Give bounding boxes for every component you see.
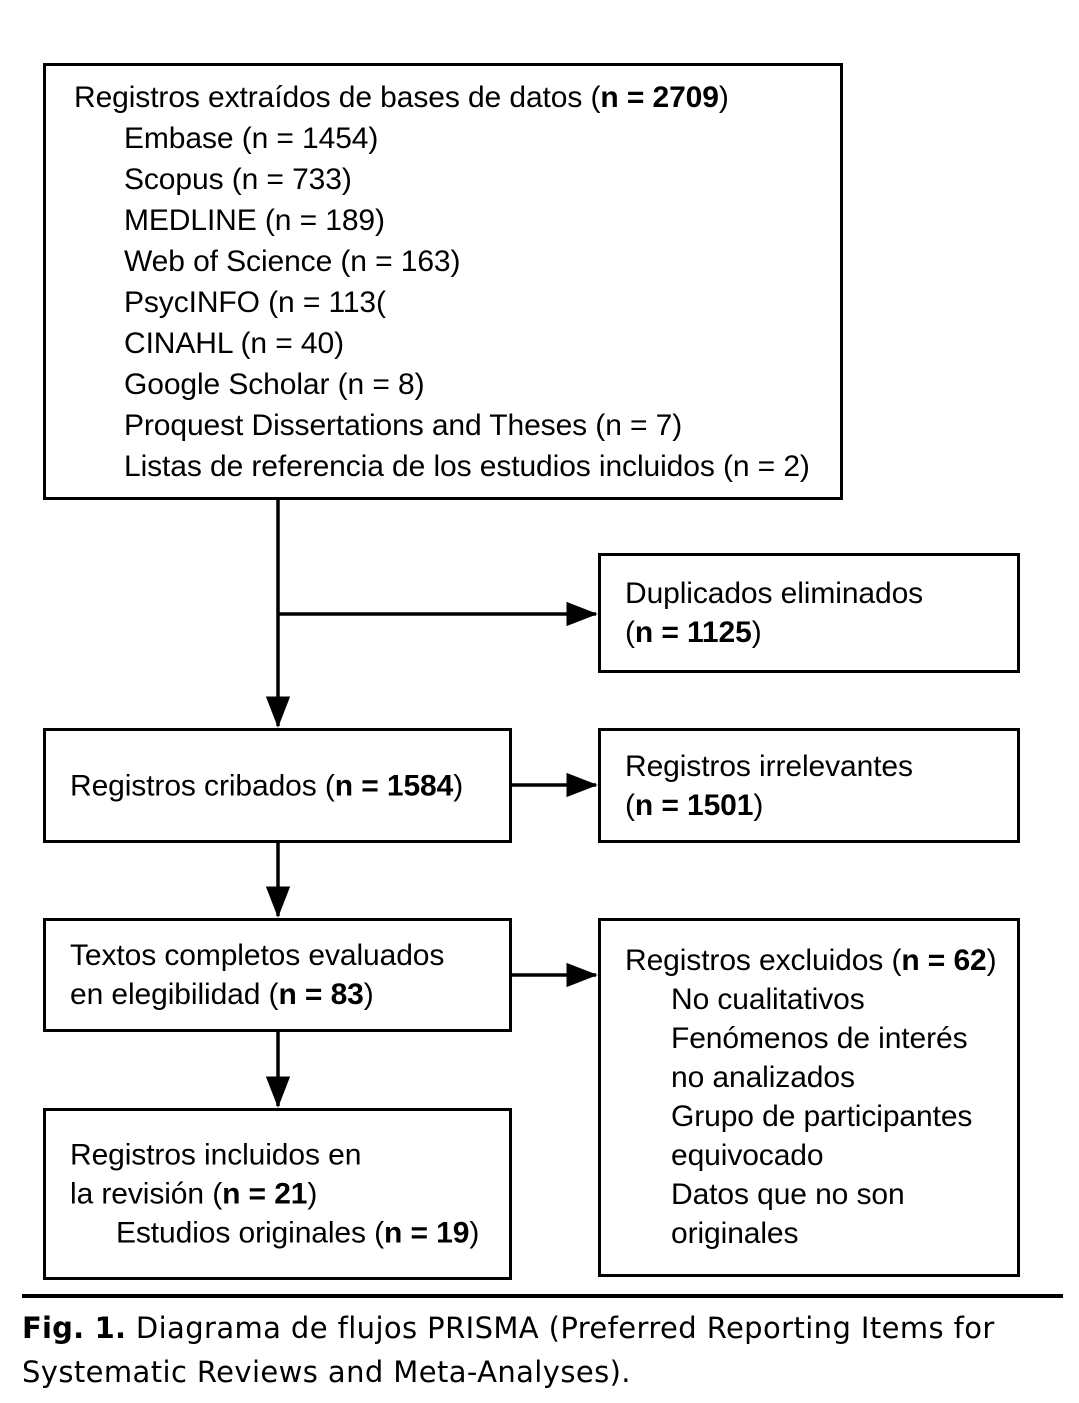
box-fulltext-eligibility: Textos completos evaluados en elegibilid… (43, 918, 512, 1032)
source-item-medline: MEDLINE (n = 189) (124, 203, 385, 237)
source-item-reference-lists: Listas de referencia de los estudios inc… (124, 449, 810, 483)
duplicates-n: n = 1125 (634, 616, 752, 649)
excluded-reason-6: Datos que no son (671, 1178, 905, 1211)
fulltext-n-suffix: ) (363, 978, 374, 1011)
source-item-web-of-science: Web of Science (n = 163) (124, 244, 461, 278)
excluded-title-prefix: Registros excluidos ( (625, 944, 902, 977)
excluded-reason-7: originales (671, 1217, 799, 1250)
source-item-proquest: Proquest Dissertations and Theses (n = 7… (124, 408, 683, 442)
box-records-identified: Registros extraídos de bases de datos (n… (43, 63, 843, 500)
included-line1: Registros incluidos en (70, 1138, 362, 1172)
irrelevant-n: n = 1501 (634, 788, 754, 822)
figure-caption-text: Diagrama de flujos PRISMA (Preferred Rep… (22, 1311, 995, 1389)
excluded-title: Registros excluidos (n = 62) (625, 941, 1003, 980)
screened-suffix: ) (453, 769, 464, 802)
source-item-embase: Embase (n = 1454) (124, 121, 379, 155)
source-item-psycinfo: PsycINFO (n = 113( (124, 285, 386, 319)
duplicates-line2: (n = 1125) (625, 613, 1003, 652)
fulltext-n: n = 83 (278, 978, 364, 1011)
excluded-reason-5: equivocado (671, 1139, 824, 1172)
excluded-title-n: n = 62 (901, 944, 987, 977)
figure-number: Fig. 1. (22, 1311, 127, 1345)
excluded-title-suffix: ) (986, 944, 997, 977)
sources-title-suffix: ) (718, 80, 729, 114)
irrelevant-n-prefix: ( (625, 788, 635, 822)
fulltext-line1: Textos completos evaluados (70, 939, 445, 972)
box-records-excluded: Registros excluidos (n = 62) No cualitat… (598, 918, 1020, 1277)
included-original-n: n = 19 (384, 1216, 470, 1250)
duplicates-n-prefix: ( (625, 616, 635, 649)
caption-divider (22, 1294, 1063, 1298)
box-records-irrelevant: Registros irrelevantes (n = 1501) (598, 728, 1020, 843)
source-item-scopus: Scopus (n = 733) (124, 162, 352, 196)
figure-caption: Fig. 1. Diagrama de flujos PRISMA (Prefe… (22, 1306, 1068, 1394)
included-original-prefix: Estudios originales ( (116, 1216, 385, 1250)
excluded-reason-3: no analizados (671, 1061, 855, 1094)
irrelevant-line2: (n = 1501) (625, 786, 1003, 825)
sources-title: Registros extraídos de bases de datos (n… (74, 77, 826, 118)
included-line3: Estudios originales (n = 19) (70, 1214, 495, 1253)
included-line2: la revisión (n = 21) (70, 1175, 495, 1214)
irrelevant-line1: Registros irrelevantes (625, 749, 913, 783)
sources-title-n: n = 2709 (600, 80, 719, 114)
included-original-suffix: ) (469, 1216, 480, 1250)
sources-title-prefix: Registros extraídos de bases de datos ( (74, 80, 601, 114)
excluded-reason-2: Fenómenos de interés (671, 1022, 968, 1055)
screened-prefix: Registros cribados ( (70, 769, 335, 802)
included-n-suffix: ) (307, 1177, 318, 1211)
box-records-screened: Registros cribados (n = 1584) (43, 728, 512, 843)
excluded-reason-4: Grupo de participantes (671, 1100, 973, 1133)
source-item-cinahl: CINAHL (n = 40) (124, 326, 344, 360)
fulltext-n-prefix: en elegibilidad ( (70, 978, 279, 1011)
duplicates-n-suffix: ) (751, 616, 762, 649)
duplicates-line1: Duplicados eliminados (625, 577, 924, 610)
irrelevant-n-suffix: ) (753, 788, 764, 822)
included-n: n = 21 (222, 1177, 308, 1211)
screened-n: n = 1584 (334, 769, 454, 802)
excluded-reason-1: No cualitativos (671, 983, 865, 1016)
box-duplicates-removed: Duplicados eliminados (n = 1125) (598, 553, 1020, 673)
included-n-prefix: la revisión ( (70, 1177, 223, 1211)
screened-line: Registros cribados (n = 1584) (70, 766, 495, 805)
fulltext-line2: en elegibilidad (n = 83) (70, 975, 495, 1014)
box-records-included: Registros incluidos en la revisión (n = … (43, 1108, 512, 1280)
source-item-google-scholar: Google Scholar (n = 8) (124, 367, 425, 401)
